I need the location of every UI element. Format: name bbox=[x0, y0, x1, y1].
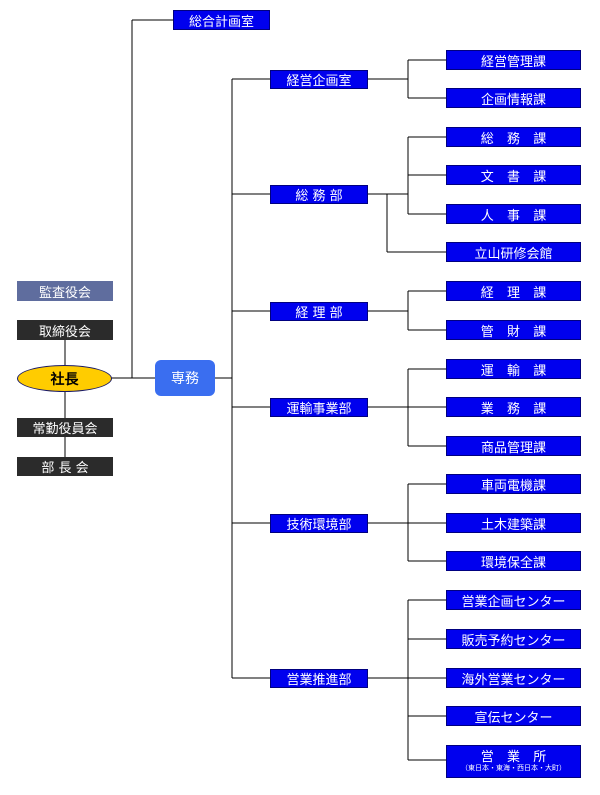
senmu-box: 専務 bbox=[155, 360, 215, 396]
department-box: 総 務 部 bbox=[270, 185, 368, 204]
planning-office-box: 総合計画室 bbox=[173, 10, 270, 30]
section-box: 運 輸 課 bbox=[446, 359, 581, 379]
section-box: 企画情報課 bbox=[446, 88, 581, 108]
section-box: 業 務 課 bbox=[446, 397, 581, 417]
executive-committee-box: 常勤役員会 bbox=[17, 418, 113, 437]
section-box: 管 財 課 bbox=[446, 320, 581, 340]
department-box: 経営企画室 bbox=[270, 70, 368, 89]
sales-office-note: （東日本・東海・西日本・大町） bbox=[461, 763, 566, 772]
section-box: 総 務 課 bbox=[446, 127, 581, 147]
sales-office-label: 営 業 所 bbox=[480, 749, 551, 765]
department-box: 運輸事業部 bbox=[270, 398, 368, 417]
board-of-directors-box: 取締役会 bbox=[17, 320, 113, 340]
department-box: 営業推進部 bbox=[270, 669, 368, 688]
department-box: 技術環境部 bbox=[270, 514, 368, 533]
section-box: 土木建築課 bbox=[446, 513, 581, 533]
section-box: 営業企画センター bbox=[446, 590, 581, 610]
section-box: 立山研修会館 bbox=[446, 242, 581, 262]
section-box: 販売予約センター bbox=[446, 629, 581, 649]
section-box: 宣伝センター bbox=[446, 706, 581, 726]
managers-meeting-box: 部 長 会 bbox=[17, 457, 113, 476]
section-box: 経営管理課 bbox=[446, 50, 581, 70]
president-box: 社長 bbox=[17, 365, 112, 392]
sales-office-box: 営 業 所 （東日本・東海・西日本・大町） bbox=[446, 745, 581, 778]
section-box: 車両電機課 bbox=[446, 474, 581, 494]
section-box: 経 理 課 bbox=[446, 281, 581, 301]
department-box: 経 理 部 bbox=[270, 302, 368, 321]
section-box: 海外営業センター bbox=[446, 668, 581, 688]
section-box: 環境保全課 bbox=[446, 551, 581, 571]
audit-board-box: 監査役会 bbox=[17, 281, 113, 301]
section-box: 文 書 課 bbox=[446, 165, 581, 185]
section-box: 人 事 課 bbox=[446, 204, 581, 224]
section-box: 商品管理課 bbox=[446, 436, 581, 456]
